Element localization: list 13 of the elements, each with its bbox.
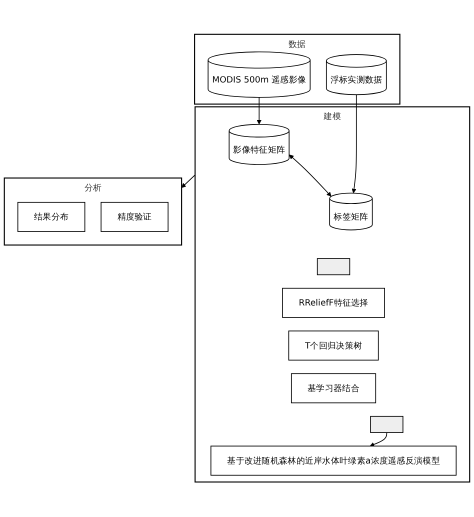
arrow [370, 432, 388, 447]
arrow [289, 154, 332, 197]
node-box: 结果分布 [17, 202, 86, 232]
arrow [181, 174, 196, 188]
node-box: 基学习器结合 [290, 374, 376, 404]
arrow [256, 97, 262, 125]
node-box: T个回归决策树 [288, 330, 379, 361]
node-box: 基于改进随机森林的近岸水体叶绿素a浓度遥感反演模型 [210, 446, 457, 476]
arrow [352, 94, 357, 194]
node-box: RReliefF特征选择 [282, 288, 385, 318]
node-box: 精度验证 [100, 202, 168, 232]
node-bar [370, 416, 404, 434]
node-bar [316, 258, 350, 276]
